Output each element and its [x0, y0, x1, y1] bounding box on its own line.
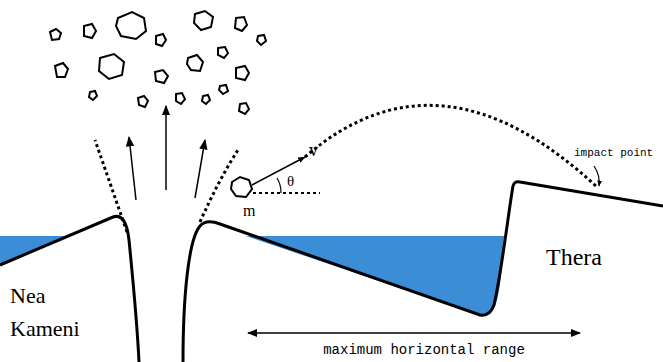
- flow-arrow: [129, 137, 136, 200]
- mass-label: m: [243, 202, 255, 220]
- horizontal-reference: [253, 192, 320, 194]
- angle-arc: [277, 178, 281, 193]
- island-label: Thera: [546, 244, 602, 270]
- thera-outline: [183, 182, 663, 362]
- range-label: maximum horizontal range: [323, 343, 525, 358]
- leader-arrow: [594, 166, 599, 186]
- impact-label: impact point: [574, 147, 653, 159]
- angle-label: θ: [287, 173, 294, 190]
- nea-kameni-outline: [0, 216, 139, 362]
- flow-arrow: [165, 106, 167, 190]
- velocity-label: v: [309, 141, 318, 161]
- trajectory: [305, 105, 598, 188]
- flow-arrow: [195, 140, 205, 198]
- ejecta-rocks: [50, 11, 266, 197]
- mass-rock: [231, 177, 252, 197]
- range-arrow: [248, 332, 580, 334]
- island-label: Nea Kameni: [10, 279, 100, 345]
- plume-edge: [95, 140, 127, 232]
